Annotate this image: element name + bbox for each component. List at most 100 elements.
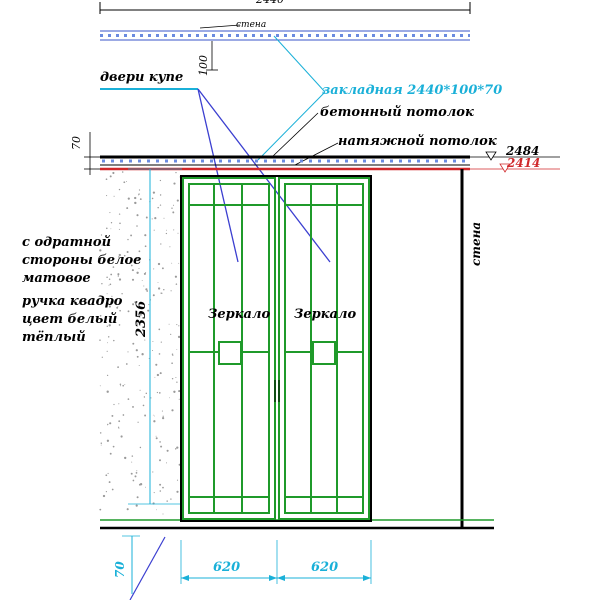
hatch-dot (117, 426, 120, 428)
hatch-dot (176, 446, 179, 449)
hatch-dot (136, 271, 139, 274)
hatch-dot (173, 182, 176, 185)
hatch-dot (113, 339, 115, 342)
hatch-dot (119, 309, 121, 312)
hatch-dot (160, 341, 162, 343)
hatch-dot (147, 309, 150, 312)
coupe-doors-label: двери купе (100, 70, 184, 85)
hatch-dot (106, 374, 109, 377)
width-left-label: 620 (213, 560, 241, 575)
hatch-dot (136, 496, 139, 499)
hatch-dot (156, 391, 159, 394)
hatch-dot (122, 414, 125, 416)
hatch-dot (132, 479, 135, 482)
hatch-dot (136, 214, 139, 217)
hatch-dot (132, 342, 135, 345)
hatch-dot (169, 246, 171, 248)
hatch-dot (118, 253, 121, 257)
hatch-dot (145, 216, 148, 219)
hatch-dot (138, 250, 141, 253)
hatch-dot (176, 349, 178, 350)
hatch-dot (153, 268, 155, 270)
hatch-dot (166, 449, 169, 452)
hatch-dot (101, 356, 103, 358)
hatch-dot (156, 509, 157, 511)
hatch-dot (127, 351, 129, 353)
hatch-dot (118, 213, 121, 215)
hatch-dot (153, 420, 156, 423)
hatch-dot (118, 324, 121, 326)
hatch-dot (106, 195, 108, 197)
hatch-dot (168, 323, 170, 325)
dimension-100-label: 100 (197, 55, 210, 76)
hatch-dot (171, 362, 173, 365)
hatch-dot (159, 441, 161, 443)
hatch-dot (144, 245, 147, 248)
hatch-dot (173, 229, 175, 231)
hatch-dot (152, 191, 156, 194)
hatch-dot (165, 229, 167, 231)
hatch-dot (174, 448, 177, 450)
top-wall-label: стена (236, 20, 267, 30)
hatch-dot (138, 194, 140, 196)
hatch-dot (138, 268, 140, 269)
hatch-dot (110, 228, 112, 230)
hatch-dot (176, 324, 178, 326)
hatch-dot (157, 281, 159, 283)
hatch-dot (123, 254, 126, 257)
hatch-dot (99, 249, 102, 252)
hatch-dot (162, 486, 164, 489)
hatch-dot (138, 322, 141, 325)
hatch-dot (124, 456, 127, 460)
hatch-dot (156, 373, 160, 377)
hatch-dot (119, 222, 121, 225)
hatch-dot (176, 490, 179, 493)
hatch-dot (127, 398, 130, 400)
hatch-dot (170, 290, 172, 292)
hatch-dot (100, 444, 102, 446)
hatch-dot (108, 258, 111, 261)
hatch-dot (134, 196, 137, 200)
hatch-dot (155, 435, 157, 437)
hatch-dot (171, 207, 173, 209)
door-leaf-right (278, 177, 370, 520)
note-line: ручка квадро (22, 294, 123, 309)
note-line: тёплый (22, 330, 86, 345)
hatch-dot (130, 264, 133, 267)
hatch-dot (172, 204, 175, 206)
hatch-dot (144, 339, 146, 341)
hatch-dot (132, 405, 134, 408)
hatch-dot (143, 285, 145, 287)
hatch-dot (117, 275, 120, 277)
hatch-dot (178, 262, 180, 264)
hatch-dot (106, 390, 109, 393)
hatch-dot (117, 306, 119, 308)
hatch-dot (118, 427, 120, 429)
hatch-dot (152, 471, 154, 473)
hatch-dot (152, 414, 154, 416)
hatch-dot (106, 227, 108, 230)
hatch-dot (119, 385, 122, 387)
hatch-dot (145, 486, 147, 488)
hatch-dot (153, 229, 155, 231)
hatch-dot (105, 316, 106, 318)
hatch-dot (135, 349, 138, 352)
hatch-dot (121, 171, 124, 173)
top-plan-strip (99, 2, 471, 71)
hatch-dot (160, 243, 162, 245)
door-handle (274, 380, 280, 402)
mirror-left-label: Зеркало (208, 307, 271, 322)
hatch-dot (105, 474, 108, 477)
hatch-dot (175, 283, 178, 285)
hatch-dot (122, 384, 125, 387)
note-line: цвет белый (22, 312, 118, 327)
hatch-dot (112, 266, 115, 268)
hatch-dot (161, 267, 164, 270)
hatch-dot (118, 420, 121, 423)
hatch-dot (106, 342, 108, 344)
hatch-dot (127, 238, 129, 241)
hatch-dot (136, 257, 139, 260)
height-2414-label: 2414 (507, 156, 541, 170)
hatch-dot (130, 472, 133, 475)
hatch-dot (110, 222, 113, 224)
